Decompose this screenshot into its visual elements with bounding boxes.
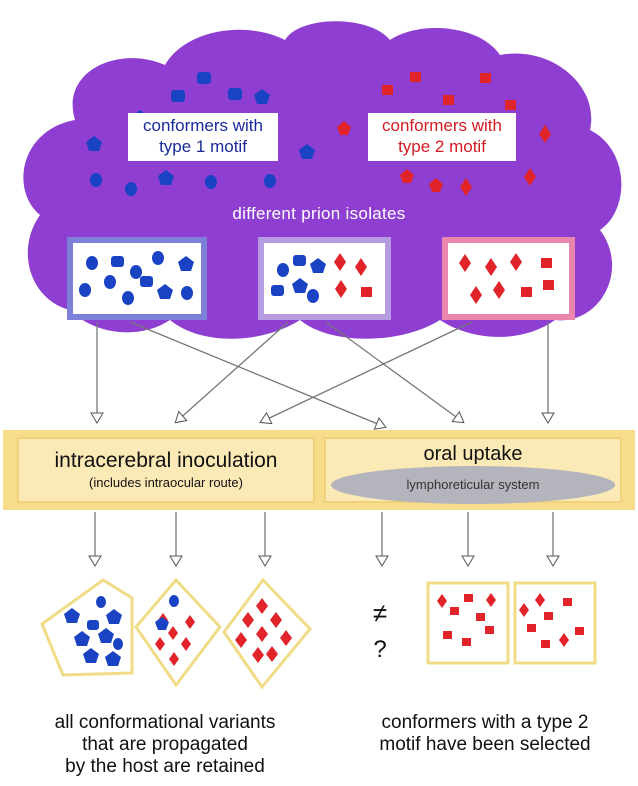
type1-label-line2: type 1 motif bbox=[159, 137, 247, 156]
type2-conformers bbox=[337, 72, 551, 196]
type1-conformer bbox=[299, 144, 315, 159]
type2-label-line1: conformers with bbox=[382, 116, 502, 135]
type1-label-line1: conformers with bbox=[143, 116, 263, 135]
type1-conformer bbox=[158, 170, 174, 185]
right-caption-line1: conformers with a type 2 bbox=[381, 712, 589, 733]
type1-conformer bbox=[171, 90, 185, 102]
right-caption-line2: motif have been selected bbox=[379, 734, 591, 755]
type2-conformer bbox=[400, 169, 414, 183]
type2-label: conformers with type 2 motif bbox=[368, 113, 516, 161]
left-caption: all conformational variants that are pro… bbox=[20, 712, 310, 778]
oral-title: oral uptake bbox=[423, 443, 523, 465]
type1-conformers bbox=[86, 72, 315, 196]
outcome-square-type2-b bbox=[513, 581, 597, 665]
type1-conformer bbox=[254, 89, 270, 104]
outcome-diamond-mixed bbox=[134, 577, 222, 688]
type1-conformer bbox=[197, 72, 211, 84]
type1-conformer bbox=[228, 88, 242, 100]
type2-conformer bbox=[410, 72, 421, 82]
intracerebral-title: intracerebral inoculation bbox=[54, 449, 278, 472]
type1-conformer bbox=[264, 174, 276, 188]
type2-conformer bbox=[539, 125, 551, 143]
isolate-box-type2 bbox=[442, 237, 575, 320]
type1-conformer bbox=[205, 175, 217, 189]
not-equal-symbol: ≠ bbox=[372, 598, 388, 628]
type1-label: conformers with type 1 motif bbox=[128, 113, 278, 161]
arrows-to-outcomes bbox=[88, 512, 560, 567]
type1-conformer bbox=[90, 173, 102, 187]
isolate-box-type1 bbox=[67, 237, 207, 320]
type2-conformer bbox=[524, 168, 536, 186]
outcome-diamond-type2 bbox=[222, 577, 313, 690]
type1-conformer bbox=[125, 182, 137, 196]
type2-conformer bbox=[443, 95, 454, 105]
oral-subtitle: lymphoreticular system bbox=[406, 477, 540, 492]
type2-conformer bbox=[337, 121, 351, 135]
intracerebral-subtitle: (includes intraocular route) bbox=[89, 475, 243, 490]
question-mark: ? bbox=[373, 636, 387, 663]
left-caption-line2: that are propagated bbox=[82, 734, 248, 755]
type2-conformer bbox=[460, 178, 472, 196]
type2-label-line2: type 2 motif bbox=[398, 137, 486, 156]
type1-conformer bbox=[86, 136, 102, 151]
right-caption: conformers with a type 2 motif have been… bbox=[345, 712, 625, 756]
arrows-to-routes bbox=[90, 321, 555, 430]
cloud-title: different prion isolates bbox=[232, 204, 406, 223]
lymphoreticular-system-ellipse bbox=[331, 466, 615, 504]
type2-conformer bbox=[505, 100, 516, 110]
left-caption-line3: by the host are retained bbox=[65, 756, 265, 777]
outcome-square-type2-a bbox=[426, 581, 510, 665]
outcome-pentagon-type1 bbox=[40, 578, 134, 677]
route-band bbox=[3, 430, 635, 510]
type2-conformer bbox=[382, 85, 393, 95]
isolate-box-mixed bbox=[258, 237, 391, 320]
type2-conformer bbox=[429, 178, 443, 192]
left-caption-line1: all conformational variants bbox=[54, 712, 276, 733]
type2-conformer bbox=[480, 73, 491, 83]
